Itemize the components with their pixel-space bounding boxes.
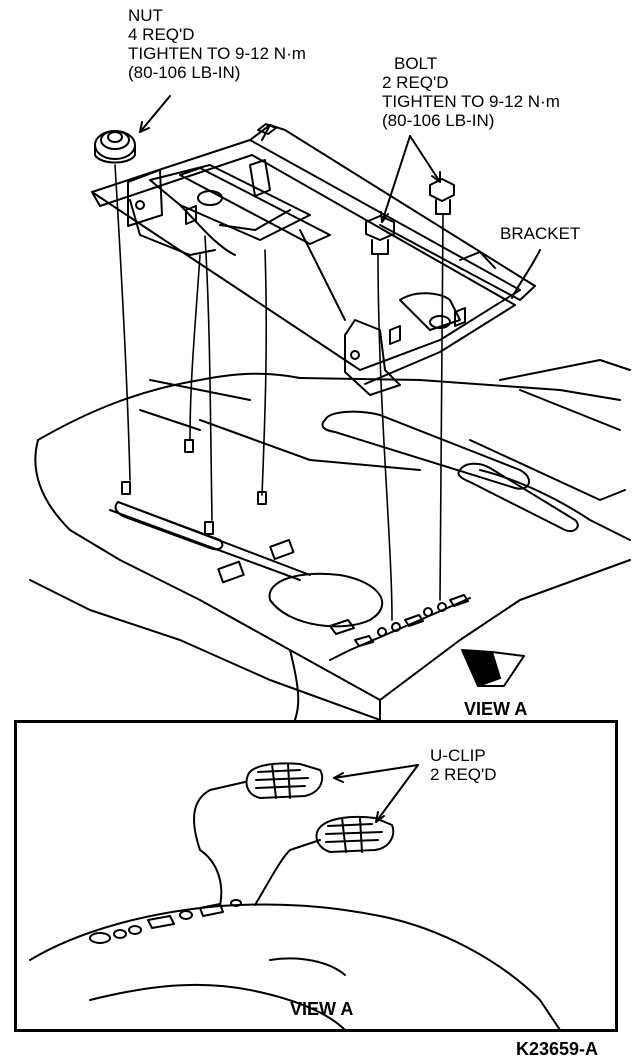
bracket-label: BRACKET [500,224,581,243]
nut-label-line2: 4 REQ'D [128,25,195,44]
alignment-lines [114,164,444,621]
view-a-arrow [461,649,525,687]
u-clip-callout: U-CLIP 2 REQ'D [430,746,497,784]
view-a-main-label: VIEW A [464,699,528,719]
leader-lines [139,95,541,299]
nut-callout: NUT 4 REQ'D TIGHTEN TO 9-12 N·m (80-106 … [128,6,306,82]
nut-label-line3: TIGHTEN TO 9-12 N·m [128,44,306,63]
bolt-label-line1: BOLT [394,54,438,73]
nut-fastener [94,130,136,164]
u-clip-label-line1: U-CLIP [430,746,486,765]
nut-label-line4: (80-106 LB-IN) [128,63,241,82]
u-clip-label-line2: 2 REQ'D [430,765,497,784]
bolt-label-line3: TIGHTEN TO 9-12 N·m [382,92,560,111]
view-a-detail-label: VIEW A [290,999,354,1019]
console-body [29,359,631,720]
main-illustration [29,95,631,720]
view-a-detail-panel [14,720,618,1032]
nut-label-line1: NUT [128,6,163,25]
bolt-callout: BOLT 2 REQ'D TIGHTEN TO 9-12 N·m (80-106… [382,54,560,130]
bolt-label-line4: (80-106 LB-IN) [382,111,495,130]
figure-id-label: K23659-A [516,1039,599,1059]
bolt-fasteners [365,178,455,255]
bracket [91,123,536,396]
bolt-label-line2: 2 REQ'D [382,73,449,92]
